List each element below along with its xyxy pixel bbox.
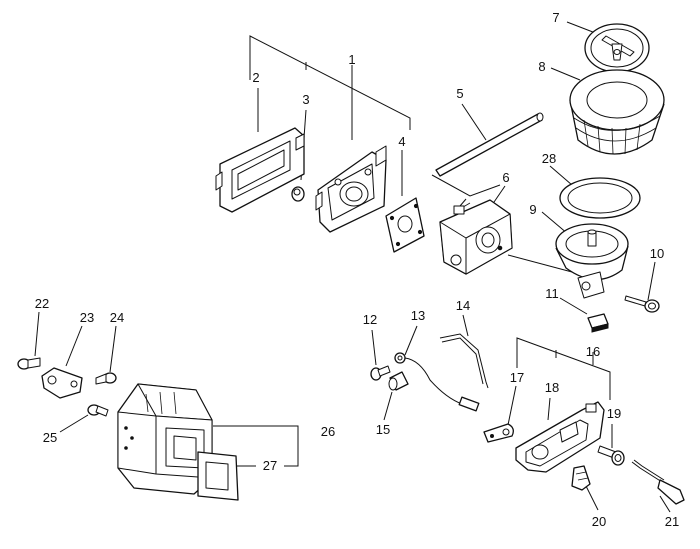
callout-9: 9 [529,202,536,217]
part-10-bolt [624,295,660,313]
callout-23: 23 [80,310,94,325]
callout-3: 3 [302,92,309,107]
part-25-screw [87,404,109,417]
callout-1: 1 [348,52,355,67]
part-9-filter-base [555,223,629,299]
callout-16: 16 [586,344,600,359]
part-4-gasket [385,197,425,253]
callout-17: 17 [510,370,524,385]
leader-lines [34,21,671,513]
part-14-linkage [439,333,489,389]
callout-28: 28 [542,151,556,166]
part-24-screw [95,372,117,385]
callout-labels: 1 2 3 4 5 6 7 8 9 10 11 12 13 14 15 16 1… [35,10,679,529]
part-21-lever [631,459,685,505]
callout-25: 25 [43,430,57,445]
callout-10: 10 [650,246,664,261]
callout-13: 13 [411,308,425,323]
callout-26: 26 [321,424,335,439]
part-28-seal-ring [559,177,641,219]
part-17-clip [483,423,514,443]
callout-18: 18 [545,380,559,395]
part-6-carburetor [439,198,513,275]
callout-27: 27 [263,458,277,473]
part-27-gasket [197,451,239,501]
callout-24: 24 [110,310,124,325]
callout-19: 19 [607,406,621,421]
part-15-sleeve [388,371,409,391]
callout-12: 12 [363,312,377,327]
callout-5: 5 [456,86,463,101]
callout-11: 11 [545,286,559,301]
part-12-screw [370,365,391,381]
callout-21: 21 [665,514,679,529]
callout-7: 7 [552,10,559,25]
part-20-connector [571,465,591,491]
part-22-screw [17,357,41,370]
part-8-filter-element [569,69,665,155]
part-2-gasket [215,127,305,213]
part-7-filter-cap [584,23,650,73]
part-18-housing [515,401,605,473]
callout-8: 8 [538,59,545,74]
callout-14: 14 [456,298,470,313]
part-13-wire [394,352,480,412]
part-19-shaft [597,445,625,466]
callout-15: 15 [376,422,390,437]
callout-4: 4 [398,134,405,149]
part-11-block [587,313,609,333]
part-1-adapter [315,145,387,233]
part-23-bracket [41,367,83,399]
part-5-rod [435,112,544,177]
callout-6: 6 [502,170,509,185]
part-3-plug [291,186,305,202]
callout-2: 2 [252,70,259,85]
callout-22: 22 [35,296,49,311]
callout-20: 20 [592,514,606,529]
